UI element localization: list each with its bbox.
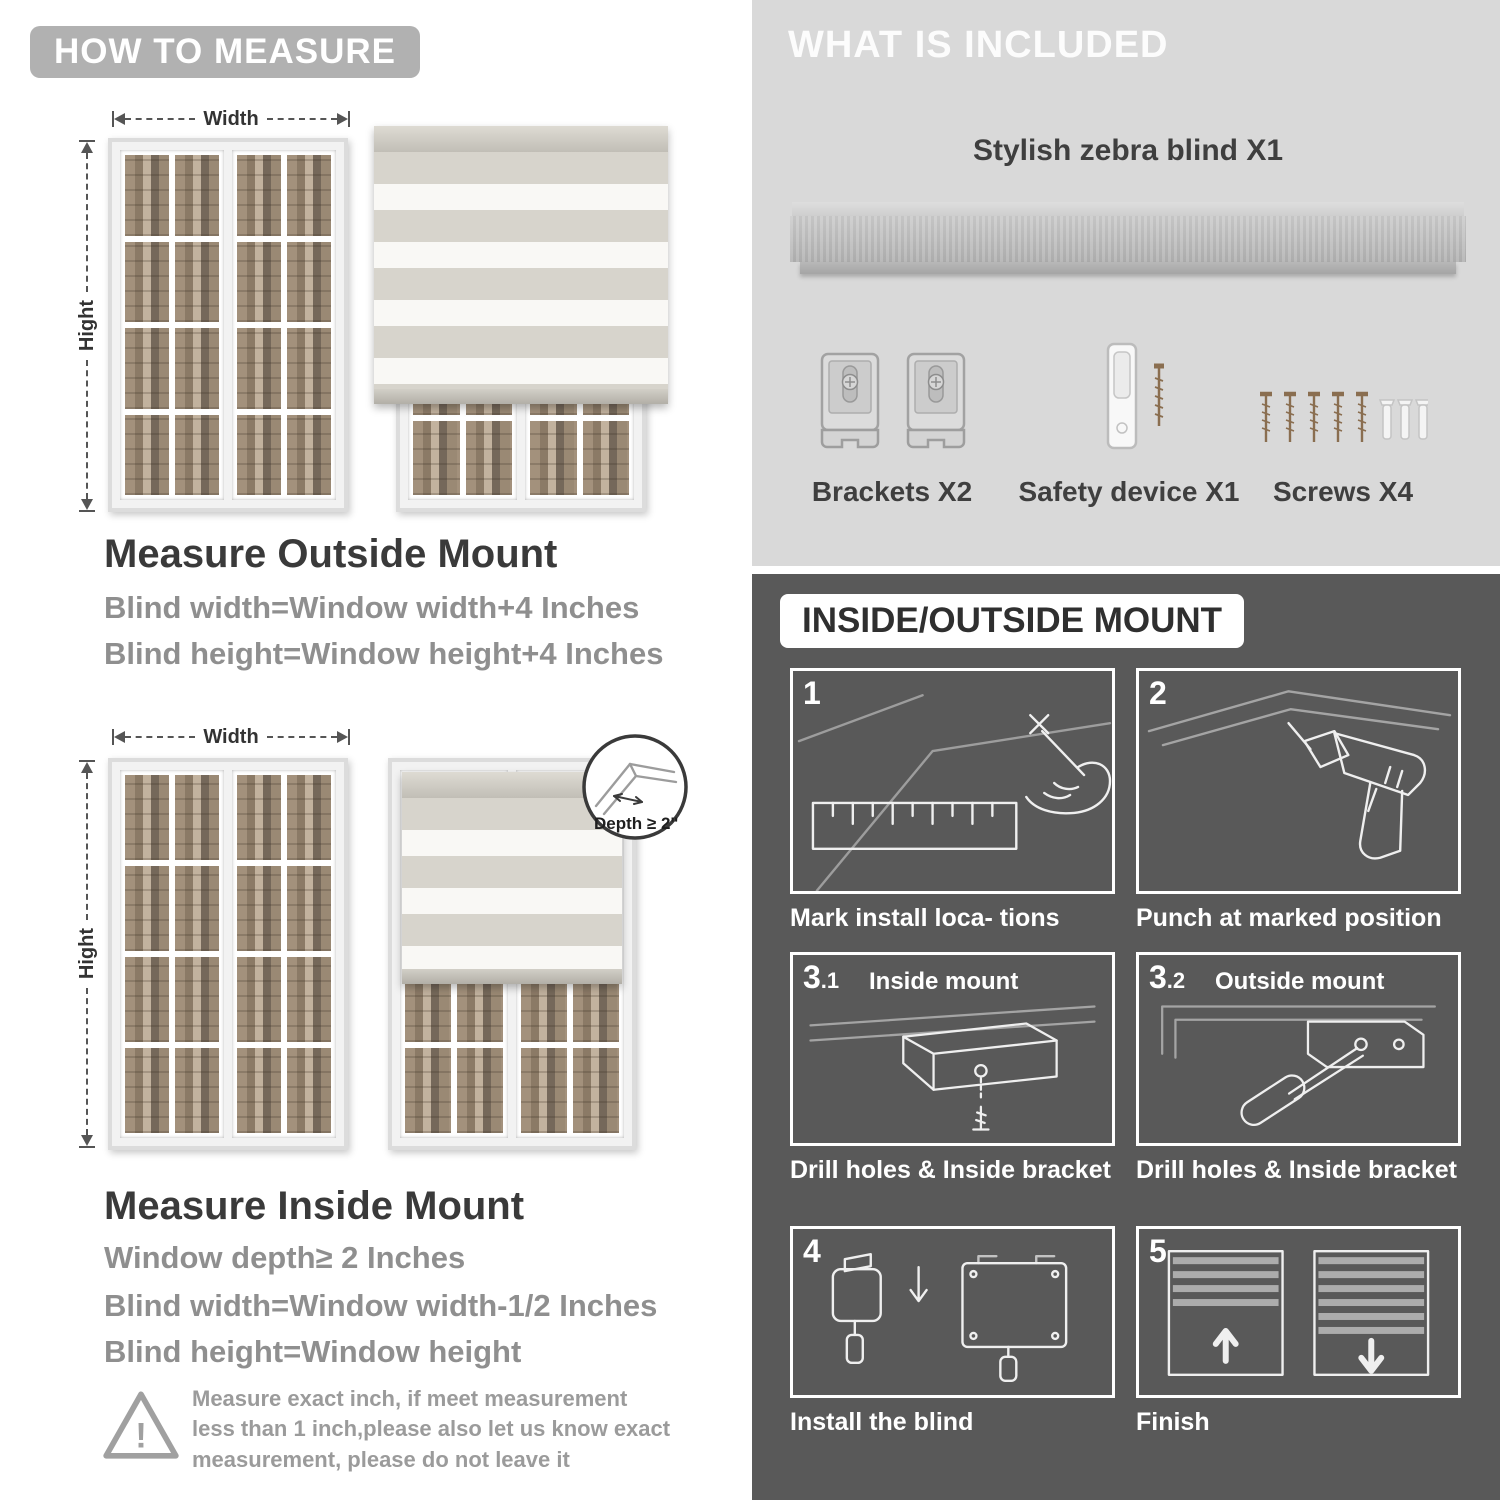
step-number: 2: [1149, 675, 1167, 711]
install-blind-art: [831, 1252, 1068, 1382]
window-sash: [232, 770, 336, 1138]
window-illustration-outside: [108, 138, 348, 512]
blind-bands: [402, 798, 622, 969]
measure-outside-title: Measure Outside Mount: [104, 532, 558, 576]
screws-icon: [1260, 391, 1428, 442]
step-number: 1: [803, 675, 821, 711]
height-label: Hight: [75, 300, 98, 352]
step-5-panel: 5: [1136, 1226, 1461, 1398]
outside-rule-2: Blind height=Window height+4 Inches: [104, 636, 664, 671]
warning-icon: !: [100, 1386, 182, 1462]
width-arrow-inside: Width: [112, 724, 351, 750]
window-sash: [120, 770, 224, 1138]
outside-mount-illustration: [374, 126, 668, 512]
headrail-top-face: [792, 202, 1464, 216]
step-number: 5: [1149, 1233, 1167, 1269]
zebra-blind-headrail: [790, 202, 1466, 274]
step-caption: Install the blind: [790, 1408, 974, 1436]
brackets-label: Brackets X2: [811, 476, 973, 507]
inside-rule-2: Blind width=Window width-1/2 Inches: [104, 1288, 658, 1323]
what-is-included-header: WHAT IS INCLUDED: [788, 24, 1169, 66]
step-3-1-panel: 3.1 Inside mount: [790, 952, 1115, 1146]
step-title: Inside mount: [869, 968, 1019, 995]
height-label: Hight: [75, 928, 98, 980]
measure-inside-title: Measure Inside Mount: [104, 1184, 525, 1228]
blind-bands: [374, 152, 668, 389]
headrail-front-face: [790, 216, 1466, 262]
step-2-panel: 2: [1136, 668, 1461, 894]
headrail-bottom-lip: [800, 262, 1456, 274]
step-4-panel: 4: [790, 1226, 1115, 1398]
step-3-2: 3.2 Outside mount Drill holes & Inside b…: [1136, 952, 1461, 1185]
blind-item-label: Stylish zebra blind X1: [972, 134, 1284, 167]
warning-text: Measure exact inch, if meet measurement …: [192, 1386, 671, 1472]
step-caption: Punch at marked position: [1136, 904, 1442, 932]
safety-device-icon: [1106, 342, 1164, 450]
step-5: 5: [1136, 1226, 1461, 1437]
bracket-icon: [906, 352, 966, 449]
how-to-measure-header: HOW TO MEASURE: [30, 26, 420, 78]
bracket-icon: [820, 352, 880, 449]
svg-text:!: !: [135, 1417, 147, 1456]
screws-label: Screws X4: [1272, 476, 1414, 507]
width-label: Width: [203, 725, 259, 748]
blind-bottom-rail: [402, 969, 622, 984]
window-illustration-inside: [108, 758, 348, 1150]
step-1: 1 Mark install loca- tions: [790, 668, 1115, 933]
step-3-1: 3.1 Inside mount Drill holes & Inside br…: [790, 952, 1115, 1185]
window-sash: [232, 150, 336, 500]
drill-art: [1147, 690, 1452, 860]
step-4: 4 In: [790, 1226, 1115, 1437]
step-caption: Drill holes & Inside bracket: [1136, 1156, 1457, 1184]
step-1-panel: 1: [790, 668, 1115, 894]
blind-cassette: [374, 126, 668, 152]
zebra-blind-illustration: [374, 126, 668, 404]
inside-outside-mount-header: INSIDE/OUTSIDE MOUNT: [780, 594, 1245, 648]
inside-rule-1: Window depth≥ 2 Inches: [104, 1240, 466, 1275]
mark-locations-art: [797, 694, 1112, 891]
inside-bracket-art: [809, 1005, 1096, 1131]
height-arrow-outside: Hight: [74, 140, 100, 512]
step-caption: Finish: [1136, 1408, 1210, 1436]
step-caption: Mark install loca- tions: [790, 904, 1060, 932]
blind-bottom-rail: [374, 389, 668, 404]
outside-bracket-art: [1161, 1005, 1436, 1127]
outside-rule-1: Blind width=Window width+4 Inches: [104, 590, 640, 625]
depth-callout: [580, 732, 690, 842]
width-label: Width: [203, 107, 259, 130]
height-arrow-inside: Hight: [74, 760, 100, 1148]
step-2: 2 Punch at marked position: [1136, 668, 1461, 933]
safety-device-label: Safety device X1: [1018, 476, 1240, 507]
mount-panel: INSIDE/OUTSIDE MOUNT 1 Mark in: [752, 574, 1500, 1500]
corner-detail-icon: [582, 734, 688, 840]
step-number: 3.2: [1149, 959, 1186, 995]
included-panel: WHAT IS INCLUDED Stylish zebra blind X1: [752, 0, 1500, 566]
step-caption: Drill holes & Inside bracket: [790, 1156, 1111, 1184]
width-arrow-outside: Width: [112, 106, 351, 132]
step-3-2-panel: 3.2 Outside mount: [1136, 952, 1461, 1146]
depth-label: Depth ≥ 2": [594, 814, 679, 833]
step-number: 4: [803, 1233, 821, 1269]
step-title: Outside mount: [1215, 968, 1385, 995]
finish-art: [1167, 1249, 1430, 1376]
step-number: 3.1: [803, 959, 840, 995]
window-sash: [120, 150, 224, 500]
inside-rule-3: Blind height=Window height: [104, 1334, 522, 1369]
